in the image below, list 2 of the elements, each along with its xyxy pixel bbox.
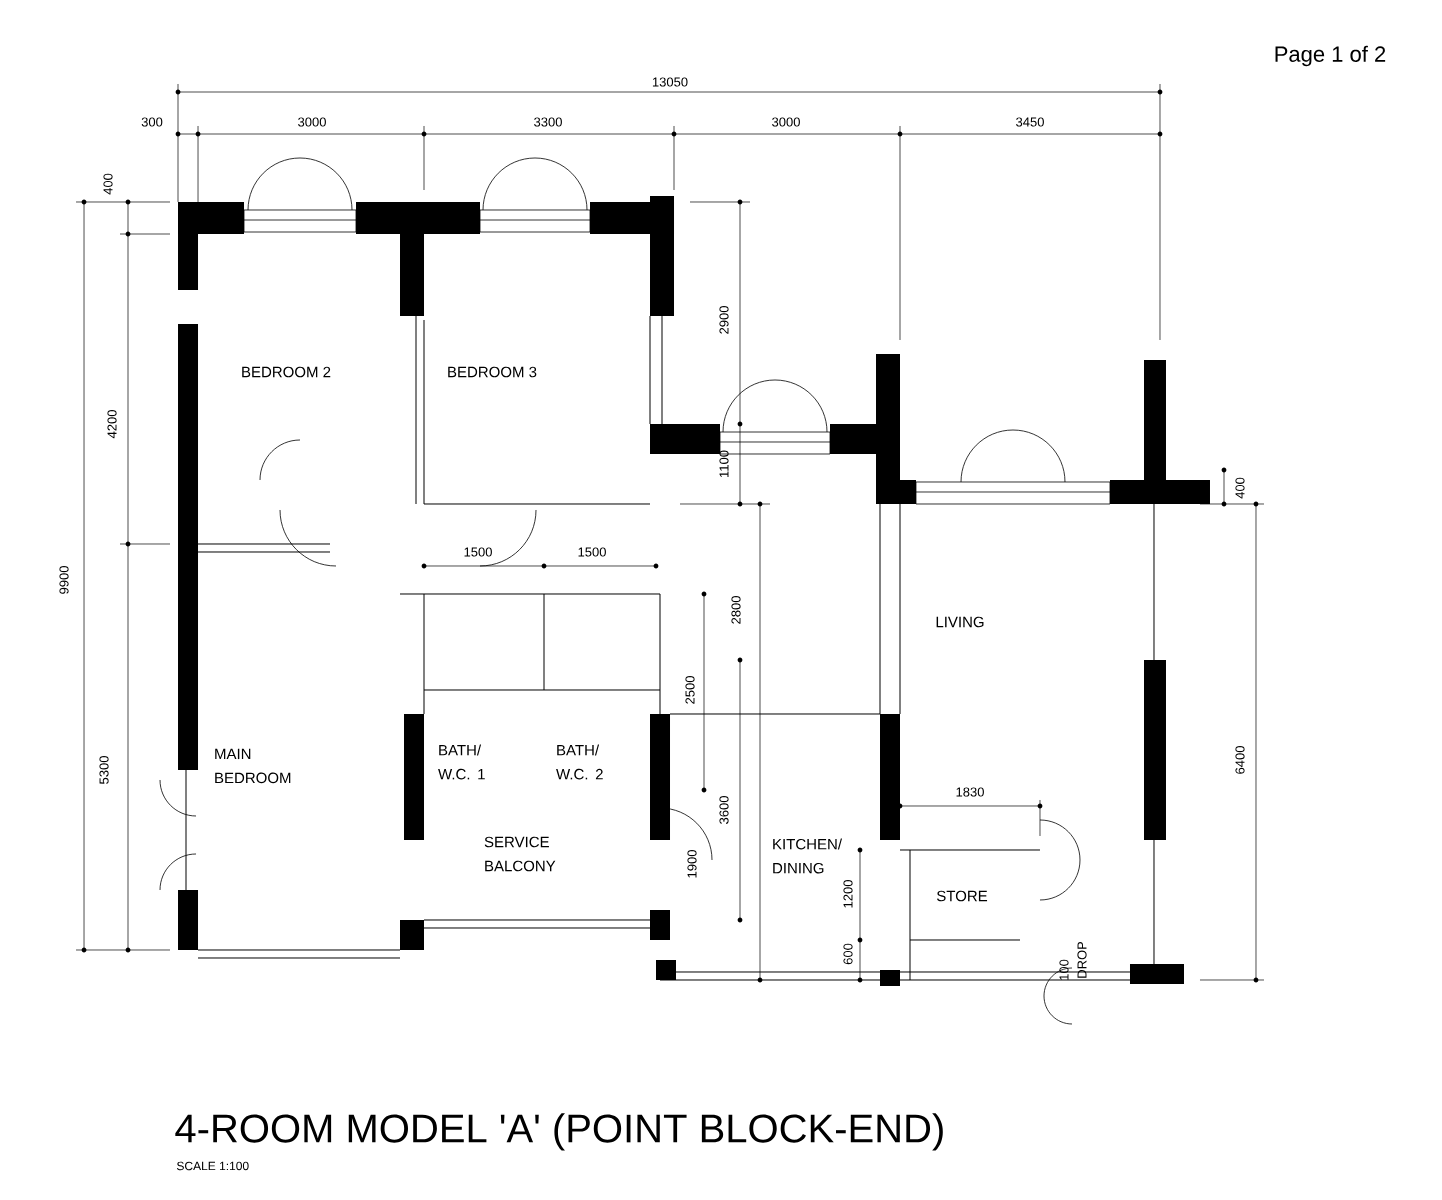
- title: 4-ROOM MODEL 'A' (POINT BLOCK-END): [175, 1113, 943, 1151]
- page-number: Page 1 of 2: [1275, 45, 1386, 67]
